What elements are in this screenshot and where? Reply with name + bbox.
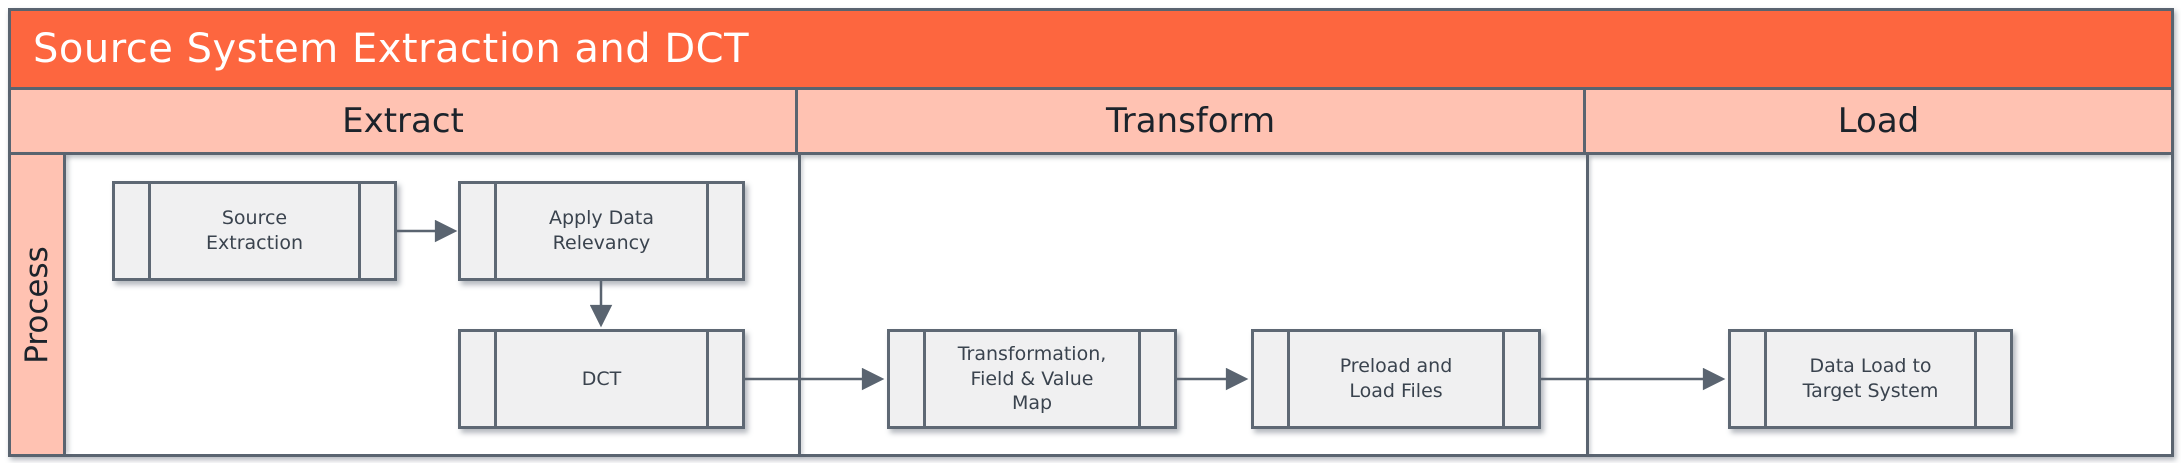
node-apply-data-relevancy-label: Apply Data Relevancy xyxy=(548,207,655,254)
node-source-extraction-label: Source Extraction xyxy=(206,207,303,254)
phase-header-extract: Extract xyxy=(11,90,798,152)
column-divider-transform-load xyxy=(1586,155,1589,454)
lane-header-process: Process xyxy=(11,155,66,454)
node-transformation-field-value-map-label: Transformation, Field & Value Map xyxy=(957,342,1107,415)
diagram-title-bar: Source System Extraction and DCT xyxy=(11,11,2171,90)
node-transformation-field-value-map: Transformation, Field & Value Map xyxy=(887,329,1177,429)
phase-header-load-label: Load xyxy=(1837,101,1920,141)
phase-header-load: Load xyxy=(1586,90,2171,152)
node-dct: DCT xyxy=(458,329,745,429)
node-apply-data-relevancy: Apply Data Relevancy xyxy=(458,181,745,281)
node-data-load-to-target-system-label: Data Load to Target System xyxy=(1802,355,1939,402)
phase-header-row: Extract Transform Load xyxy=(11,90,2171,155)
diagram-body: Process Source Extraction Apply Data Rel… xyxy=(11,155,2171,454)
column-divider-extract-transform xyxy=(798,155,801,454)
phase-header-extract-label: Extract xyxy=(342,101,464,141)
diagram-title: Source System Extraction and DCT xyxy=(33,26,750,72)
node-data-load-to-target-system: Data Load to Target System xyxy=(1728,329,2013,429)
node-preload-and-load-files: Preload and Load Files xyxy=(1251,329,1541,429)
node-dct-label: DCT xyxy=(581,367,622,390)
node-preload-and-load-files-label: Preload and Load Files xyxy=(1339,355,1453,402)
swimlane-diagram: Source System Extraction and DCT Extract… xyxy=(8,8,2174,457)
phase-header-transform: Transform xyxy=(798,90,1586,152)
lane-header-process-label: Process xyxy=(19,245,56,364)
phase-header-transform-label: Transform xyxy=(1105,101,1276,141)
node-source-extraction: Source Extraction xyxy=(112,181,397,281)
